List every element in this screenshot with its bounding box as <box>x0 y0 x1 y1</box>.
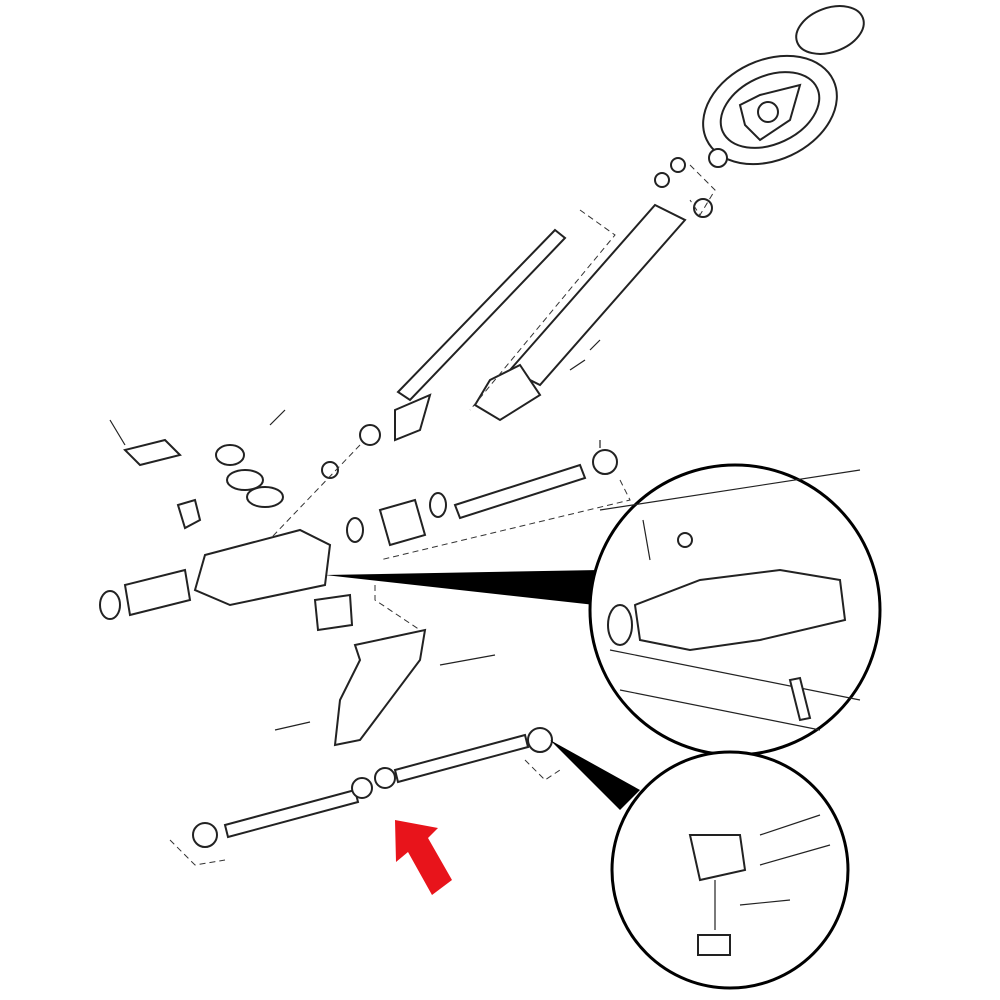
tie-rod-end-detail-callout <box>550 740 850 990</box>
steering-rack <box>346 440 631 561</box>
steering-column-tube <box>469 203 687 422</box>
steering-gearbox <box>99 528 496 747</box>
horn-cap <box>795 5 865 55</box>
steering-wheel <box>702 5 865 166</box>
pointer-arrow-icon <box>395 820 452 895</box>
column-bearings <box>654 148 728 218</box>
tie-rods <box>169 727 561 866</box>
fasteners <box>109 339 601 530</box>
pitman-arm <box>333 628 427 747</box>
